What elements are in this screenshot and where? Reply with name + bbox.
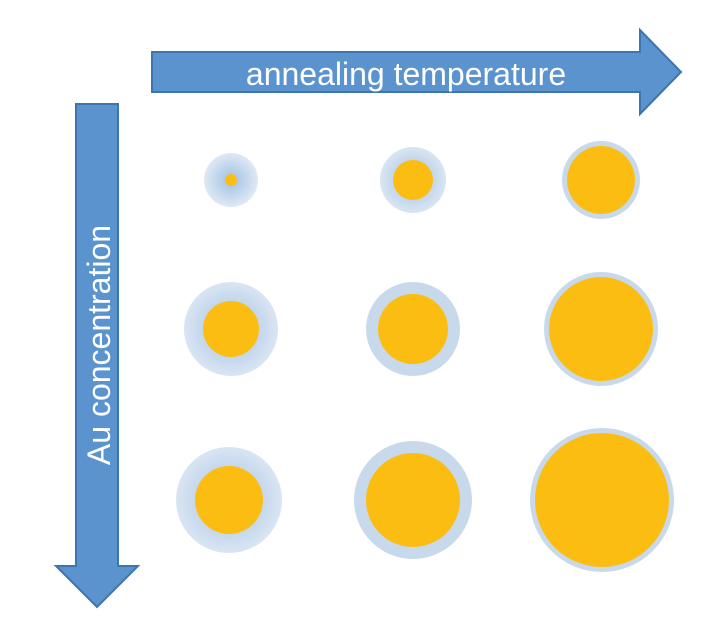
particle-core <box>195 466 263 534</box>
particle-core <box>366 453 460 547</box>
particle-r1-c3 <box>562 141 640 219</box>
au-concentration-arrow: Au concentration <box>53 103 141 609</box>
au-concentration-label: Au concentration <box>81 225 117 465</box>
particle-r3-c1 <box>176 447 282 553</box>
particle-r1-c1 <box>204 153 258 207</box>
particle-core <box>567 146 635 214</box>
annealing-temperature-label: annealing temperature <box>246 56 566 92</box>
horizontal-arrow-shape <box>151 27 683 117</box>
particle-r2-c3 <box>544 272 658 386</box>
annealing-temperature-arrow: annealing temperature <box>151 27 683 117</box>
particle-core <box>225 174 237 186</box>
particle-r2-c2 <box>366 282 460 376</box>
particle-r3-c2 <box>354 441 472 559</box>
particle-core <box>549 277 653 381</box>
particle-core <box>378 294 448 364</box>
particle-core <box>393 160 433 200</box>
particle-core <box>535 433 669 567</box>
particle-r2-c1 <box>184 282 278 376</box>
particle-r1-c2 <box>380 147 446 213</box>
particle-r3-c3 <box>530 428 674 572</box>
particle-core <box>203 301 259 357</box>
vertical-arrow-shape <box>53 103 141 609</box>
